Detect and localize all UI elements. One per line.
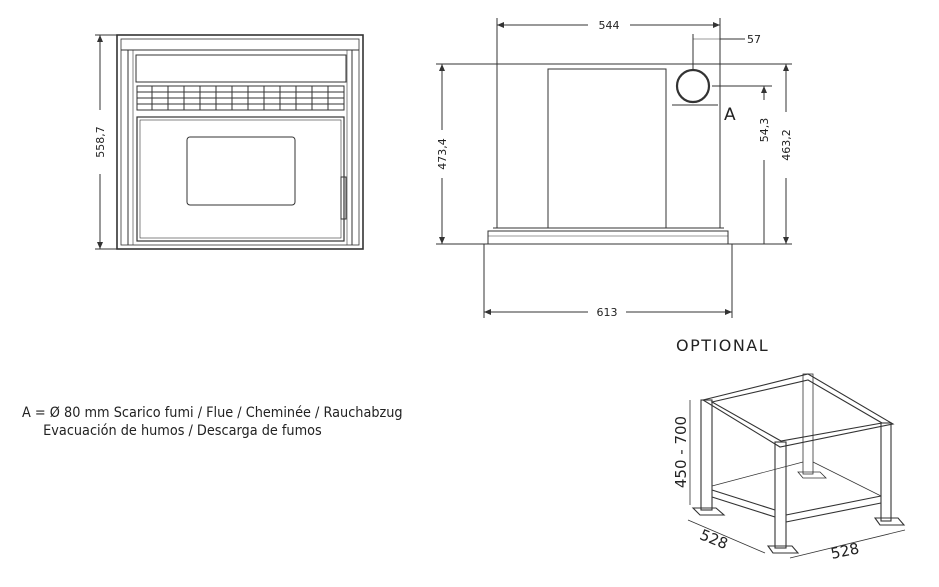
flue-offset-dim: 57 (747, 33, 761, 46)
door-window (186, 136, 296, 206)
flue-outlet (675, 68, 711, 104)
side-base-width-dim: 613 (597, 306, 618, 319)
door-handle (340, 176, 347, 220)
stand-depth-dim: 528 (697, 526, 730, 553)
optional-title: OPTIONAL (676, 336, 770, 355)
flue-note-line2: Evacuación de humos / Descarga de fumos (43, 423, 322, 439)
flue-note-line1: A = Ø 80 mm Scarico fumi / Flue / Chemin… (22, 405, 403, 421)
stand-width-dim: 528 (829, 539, 861, 563)
stand-height-dim: 450 - 700 (672, 416, 690, 488)
side-view (436, 18, 792, 318)
side-left-height-dim: 473,4 (436, 138, 449, 170)
front-grille (136, 85, 345, 111)
side-top-width-dim: 544 (599, 19, 620, 32)
flue-height-dim: 54,3 (758, 118, 771, 143)
optional-stand (687, 373, 906, 559)
front-view (95, 34, 364, 250)
side-right-height-dim: 463,2 (780, 129, 793, 161)
flue-note: A = Ø 80 mm Scarico fumi / Flue / Chemin… (22, 404, 403, 440)
front-height-dim: 558,7 (94, 126, 107, 158)
flue-label: A (724, 105, 736, 125)
